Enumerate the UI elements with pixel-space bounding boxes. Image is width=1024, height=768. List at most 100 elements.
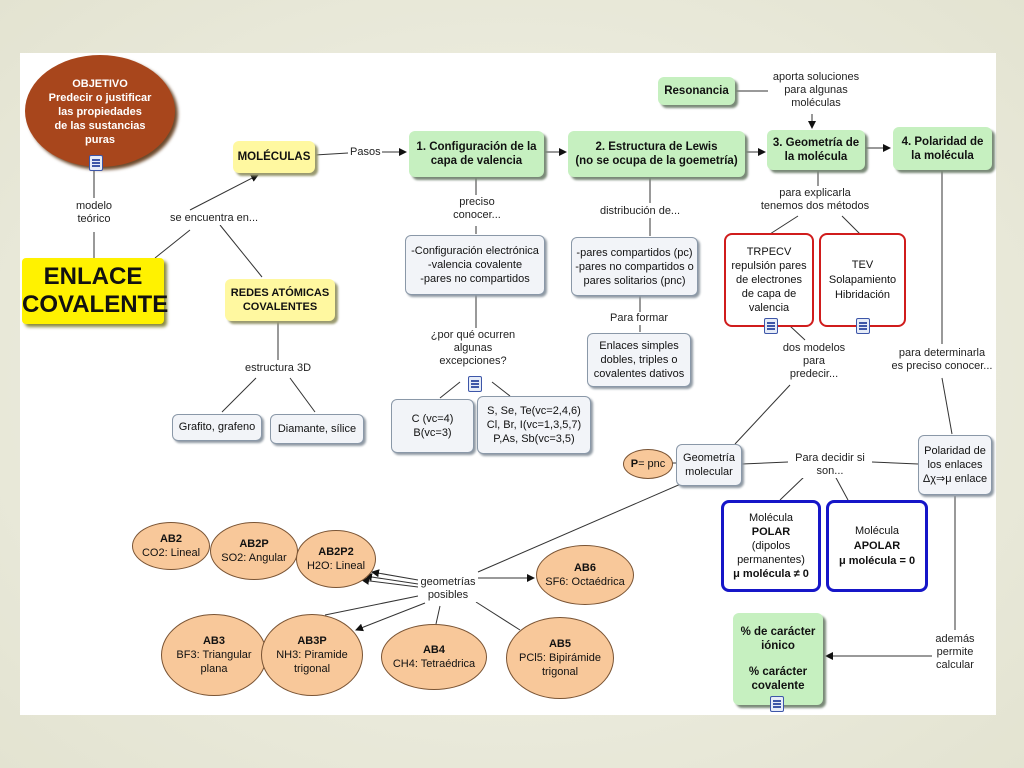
resource-icon[interactable] [89,155,103,171]
enlace-covalente-node: ENLACE COVALENTE [22,258,169,324]
geometry-ab6-node: AB6 SF6: Octaédrica [536,545,634,605]
geometry-ab2p2-node: AB2P2 H2O: Lineal [296,530,376,588]
geommol-line1: Geometría [683,452,735,464]
ab2p-example: SO2: Angular [221,552,287,564]
label-para-formar: Para formar [610,312,669,325]
label-modelo-line2: teórico [77,213,111,225]
s-cl-p-valencia-node: S, Se, Te(vc=2,4,6) Cl, Br, I(vc=1,3,5,7… [477,396,591,454]
polenlaces-line1: Polaridad de [924,445,986,457]
geometria-line2: la molécula [784,151,848,163]
step4-polaridad-node: 4. Polaridad de la molécula [893,127,992,170]
ab6-example: SF6: Octaédrica [545,576,625,588]
polar-line4: permanentes) [737,554,805,566]
ab2p2-example: H2O: Lineal [306,560,366,572]
label-explicarla-line1: para explicarla [779,187,851,199]
ab5-example-line1: PCl5: Bipirámide [519,652,601,664]
redes-line2: COVALENTES [242,301,318,313]
objetivo-line1: Predecir o justificar [48,92,152,104]
enlace-line2: COVALENTE [22,291,169,318]
config-list-line3: -pares no compartidos [420,273,530,285]
step3-geometria-node: 3. Geometría de la molécula [767,130,865,170]
redes-line1: REDES ATÓMICAS [230,287,330,299]
ab3p-formula: AB3P [297,635,327,647]
molecula-polar-node: Molécula POLAR (dipolos permanentes) μ m… [721,500,821,592]
label-por-que: ¿por qué ocurren algunas excepciones? [425,329,521,368]
ab5-example-line2: trigonal [541,666,579,678]
c-vc-line2: B(vc=3) [413,427,452,439]
label-geometrias-line1: geometrías [420,576,476,588]
geommol-line2: molecular [685,466,733,478]
label-modelo-teorico: modelo teórico [70,200,118,226]
step2-lewis-node: 2. Estructura de Lewis (no se ocupa de l… [568,131,745,177]
geometry-ab3p-node: AB3P NH3: Piramide trigonal [261,614,363,696]
geometry-ab2-node: AB2 CO2: Lineal [132,522,210,570]
trpecv-line5: valencia [748,302,790,314]
label-se-encuentra: se encuentra en... [170,212,259,225]
label-para-explicarla: para explicarla tenemos dos métodos [755,187,875,213]
geometry-ab5-node: AB5 PCl5: Bipirámide trigonal [506,617,614,699]
resonancia-label: Resonancia [664,84,729,97]
p-pnc-node: P= pnc [623,449,673,479]
enlaces-line2: dobles, triples o [600,354,678,366]
apolar-line3: μ molécula = 0 [838,554,916,567]
ab3-example-line2: plana [200,663,228,675]
grafito-node: Grafito, grafeno [172,414,262,441]
enlaces-node: Enlaces simples dobles, triples o covale… [587,333,691,387]
grafito-label: Grafito, grafeno [178,421,256,433]
label-dosmodelos-line1: dos modelos [782,342,846,354]
tev-line1: TEV [851,258,874,271]
step1-config-node: 1. Configuración de la capa de valencia [409,131,544,177]
apolar-line2: APOLAR [853,539,901,552]
tev-line2: Solapamiento [828,273,897,286]
lewis-list-line2: -pares no compartidos o [575,260,694,273]
label-modelo-line1: modelo [75,200,113,212]
moleculas-label: MOLÉCULAS [237,150,311,163]
c-vc-line1: C (vc=4) [411,413,454,425]
polar-line5: μ molécula ≠ 0 [733,568,809,580]
ab3-formula: AB3 [202,635,225,647]
config-list-node: -Configuración electrónica -valencia cov… [405,235,545,295]
diamante-label: Diamante, sílice [277,422,357,435]
ionico-line1: % de carácter [740,626,816,638]
ionico-line2: iónico [761,640,795,652]
s-vc-line1: S, Se, Te(vc=2,4,6) [487,405,581,417]
enlaces-line3: covalentes dativos [593,368,685,380]
label-decidir-line2: son... [816,465,844,477]
label-explicarla-line2: tenemos dos métodos [760,200,870,212]
p-pnc-bold: P [630,457,639,470]
label-porque-line2: algunas [453,342,493,354]
ionico-line3: % carácter [748,666,808,678]
label-aporta-soluciones: aporta soluciones para algunas moléculas [768,71,864,110]
label-geometrias-posibles: geometrías posibles [418,576,478,602]
ab2p-formula: AB2P [239,538,269,550]
config-list-line2: -valencia covalente [427,259,523,271]
label-aporta-line1: aporta soluciones [772,71,860,83]
enlace-line1: ENLACE [43,263,143,290]
polenlaces-line2: los enlaces [927,459,983,471]
label-dos-modelos: dos modelos para predecir... [780,342,848,381]
resource-icon[interactable] [468,376,482,392]
trpecv-line1: TRPECV [746,246,792,258]
resource-icon[interactable] [764,318,778,334]
config-list-line1: -Configuración electrónica [411,245,539,257]
objetivo-line4: puras [85,134,115,146]
label-determinarla-line2: es preciso conocer... [891,360,993,372]
trpecv-line2: repulsión pares [731,260,807,272]
polar-line2: POLAR [751,526,791,538]
resource-icon[interactable] [856,318,870,334]
geometry-ab3-node: AB3 BF3: Triangular plana [161,614,267,696]
label-aporta-line3: moléculas [791,97,841,109]
c-b-valencia-node: C (vc=4) B(vc=3) [391,399,474,453]
label-dosmodelos-line2: para [802,355,826,367]
trpecv-line4: de capa de [741,288,797,300]
polar-line3: (dipolos [751,540,791,552]
objetivo-line2: las propiedades [58,106,142,118]
polaridad-line1: 4. Polaridad de [901,135,984,148]
lewis-list-line1: -pares compartidos (pc) [576,246,693,259]
label-ademas-line2: permite [936,646,974,658]
image-icon[interactable] [770,696,784,712]
s-vc-line3: P,As, Sb(vc=3,5) [493,433,575,445]
label-geometrias-line2: posibles [427,589,469,601]
polar-line1: Molécula [748,512,794,524]
geometry-ab2p-node: AB2P SO2: Angular [210,522,298,580]
